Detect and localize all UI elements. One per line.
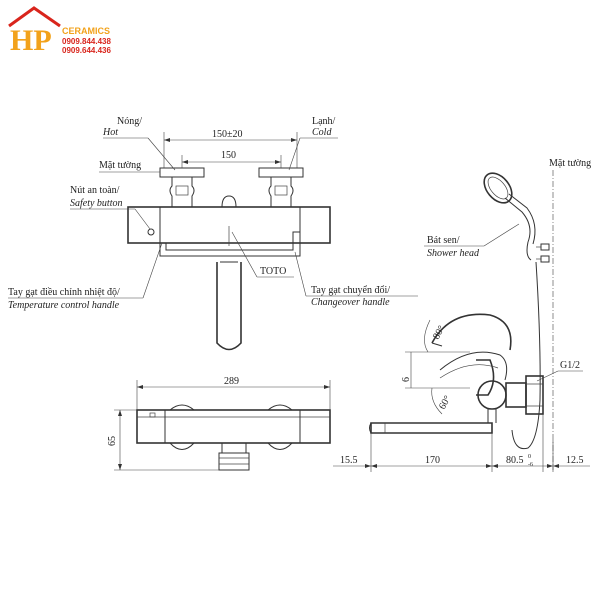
dim-small-label: 6 <box>401 377 412 382</box>
body-bottom <box>136 409 331 444</box>
logo-mark: HP <box>10 24 52 57</box>
dim-side-1: 15.5 <box>340 455 358 466</box>
temp-label-vi: Tay gạt điều chỉnh nhiệt độ/ <box>8 287 120 298</box>
spout-side <box>370 422 493 434</box>
front-view: 150±20 150 Nóng/ Hot Lạnh/ Cold Mặt tườn… <box>8 116 418 351</box>
dim-side-3: 80.5 <box>506 455 524 466</box>
handle-arc <box>431 313 512 351</box>
safety-button-icon <box>147 228 155 236</box>
thread-label: G1/2 <box>560 360 580 371</box>
shower-head <box>483 172 513 204</box>
safety-label-vi: Nút an toàn/ <box>70 185 120 196</box>
dim-tol-upper: 0 <box>528 454 531 460</box>
dim-inner-label: 150 <box>221 150 236 161</box>
shower-label-vi: Bát sen/ <box>427 235 460 246</box>
hot-label-en: Hot <box>102 127 118 138</box>
cold-label-vi: Lạnh/ <box>312 116 336 127</box>
logo-phone-2: 0909.644.436 <box>62 46 111 55</box>
roof-icon <box>8 6 61 28</box>
dim-height-label: 65 <box>107 436 118 446</box>
side-view: Mặt tường Bát sen/ Shower head G1/2 <box>333 158 591 472</box>
dim-tol-lower: -6 <box>528 462 533 468</box>
safety-label-en: Safety button <box>70 198 123 209</box>
cold-label-en: Cold <box>312 127 332 138</box>
shower-label-en: Shower head <box>427 248 480 259</box>
shower-hose <box>511 261 541 450</box>
outlet <box>221 442 247 454</box>
hot-inlet <box>159 167 205 178</box>
dim-outer-label: 150±20 <box>212 129 243 140</box>
changeover-label-en: Changeover handle <box>311 297 390 308</box>
temp-label-en: Temperature control handle <box>8 300 120 311</box>
logo-brand: CERAMICS <box>62 26 110 36</box>
changeover-label-vi: Tay gạt chuyển đổi/ <box>311 285 390 296</box>
dim-side-2: 170 <box>425 455 440 466</box>
wall-label-side: Mặt tường <box>549 158 591 169</box>
cold-inlet <box>258 167 304 178</box>
changeover-bar <box>159 231 301 257</box>
hot-label-vi: Nóng/ <box>117 116 142 127</box>
brand-logo: HP CERAMICS 0909.844.438 0909.644.436 <box>8 6 111 57</box>
angle-bottom-label: 60° <box>437 394 454 412</box>
dim-side-4: 12.5 <box>566 455 584 466</box>
logo-phone-1: 0909.844.438 <box>62 37 111 46</box>
bottom-view: 289 65 <box>107 376 331 471</box>
dim-width-label: 289 <box>224 376 239 387</box>
toto-label: TOTO <box>260 266 286 277</box>
spout <box>216 262 242 351</box>
wall-label-front: Mặt tường <box>99 160 141 171</box>
